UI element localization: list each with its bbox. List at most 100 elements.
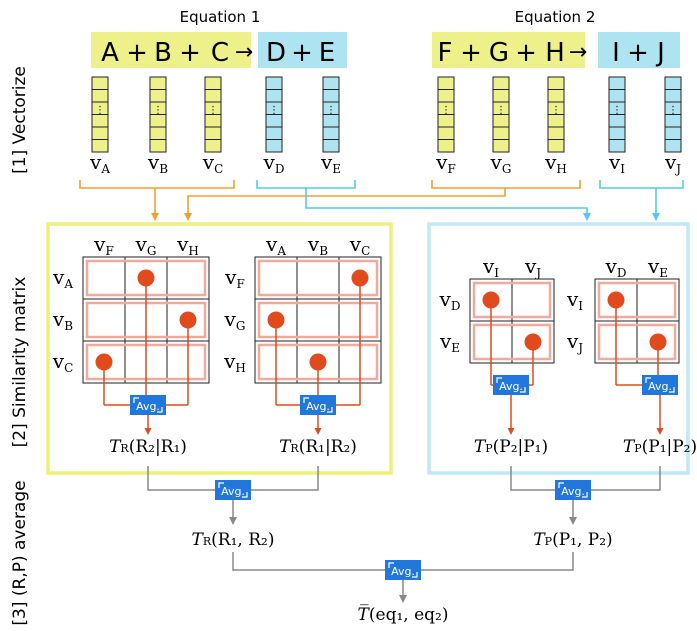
svg-text:⋮: ⋮ <box>496 105 506 116</box>
product-panel <box>427 222 690 475</box>
row-highlight <box>472 323 552 361</box>
stage-label-similarity: [2] Similarity matrix <box>10 277 30 448</box>
eq2-reactant-f: F <box>438 38 453 68</box>
avg-icon-reactant-pair: Avg. <box>215 480 251 500</box>
bracket-eq2-products <box>599 180 684 189</box>
arrow-eq1-products-to-matrix <box>305 188 591 221</box>
avg-icon-m2: Avg. <box>300 395 336 415</box>
matrix-col-label-b: vB <box>307 232 328 258</box>
matrix-row-label-c: vC <box>52 349 74 375</box>
matrix-col-label-e: vE <box>647 254 668 280</box>
formula-tr-r2-r1: TR(R₂|R₁) <box>109 437 187 457</box>
avg-icon-m4: Avg. <box>642 375 678 395</box>
row-highlight <box>257 301 379 339</box>
vector-label-f: vF <box>435 150 456 176</box>
avg-icon-m3: Avg. <box>493 375 529 395</box>
svg-text:⋮: ⋮ <box>269 105 279 116</box>
eq2-arrow: → <box>569 40 587 65</box>
vector-label-a: vA <box>89 150 110 176</box>
vector-column-e: ⋮ <box>322 76 340 153</box>
max-similarity-dot <box>524 333 542 351</box>
reactant-panel <box>46 222 393 475</box>
eq2-products-box <box>598 32 680 68</box>
eq1-product-d: D <box>266 38 286 68</box>
vector-label-j: vJ <box>664 150 681 176</box>
eq2-plus-3: + <box>627 38 649 68</box>
matrix-col-label-i: vI <box>482 254 499 280</box>
matrix-col-label-c: vC <box>349 232 371 258</box>
matrix-col-label-h: vH <box>176 232 199 258</box>
matrix-row-label-g: vG <box>224 307 246 333</box>
matrix-cell <box>511 278 555 322</box>
eq1-plus-1: + <box>126 38 148 68</box>
equation1-title: Equation 1 <box>180 8 261 26</box>
avg-label: Avg. <box>499 380 523 393</box>
max-similarity-dot <box>482 291 500 309</box>
max-similarity-dot <box>351 269 369 287</box>
eq1-reactants-box <box>91 32 251 68</box>
eq1-plus-3: + <box>291 38 313 68</box>
avg-label: Avg. <box>306 400 330 413</box>
equation2-title: Equation 2 <box>515 8 596 26</box>
eq2-plus-2: + <box>515 38 537 68</box>
svg-text:⋮: ⋮ <box>612 105 622 116</box>
vector-column-a: ⋮ <box>91 76 109 153</box>
avg-label: Avg. <box>136 400 160 413</box>
similarity-matrix-m1: vF vG vH vA vB vC Avg. <box>52 232 210 435</box>
matrix-row-label-d: vD <box>439 287 461 313</box>
row-highlight <box>257 259 379 297</box>
vector-label-d: vD <box>263 150 285 176</box>
eq2-product-i: I <box>612 38 620 68</box>
matrix-row-label-e: vE <box>439 329 460 355</box>
eq1-reactant-b: B <box>154 38 172 68</box>
vector-label-i: vI <box>608 150 625 176</box>
eq1-reactant-c: C <box>211 38 229 68</box>
matrix-cell <box>296 256 340 300</box>
vector-column-j: ⋮ <box>664 76 682 153</box>
bracket-eq1-products <box>256 180 356 189</box>
matrix-col-label-g: vG <box>135 232 157 258</box>
svg-text:⋮: ⋮ <box>153 105 163 116</box>
vector-column-c: ⋮ <box>204 76 222 153</box>
eq2-reactant-h: H <box>545 38 565 68</box>
stage-label-average: [3] (R,P) average <box>10 480 30 625</box>
row-highlight <box>597 281 677 319</box>
matrix-cell <box>82 298 126 342</box>
svg-text:⋮: ⋮ <box>326 105 336 116</box>
matrix-row-label-h: vH <box>223 349 246 375</box>
vector-column-d: ⋮ <box>265 76 283 153</box>
eq1-plus-2: + <box>179 38 201 68</box>
matrix-row-label-f: vF <box>224 265 245 291</box>
vector-column-g: ⋮ <box>492 76 510 153</box>
avg-icon-product-pair: Avg. <box>555 480 591 500</box>
matrix-cell <box>166 256 210 300</box>
max-similarity-dot <box>179 311 197 329</box>
matrix-col-label-f: vF <box>93 232 114 258</box>
formula-tp-p1-p2: TP(P₁|P₂) <box>623 437 697 457</box>
similarity-matrix-m2: vA vB vC vF vG vH Avg. <box>223 232 382 435</box>
svg-text:⋮: ⋮ <box>441 105 451 116</box>
max-similarity-dot <box>137 269 155 287</box>
avg-label: Avg. <box>648 380 672 393</box>
vector-label-h: vH <box>544 150 567 176</box>
matrix-col-label-a: vA <box>265 232 286 258</box>
bracket-eq2-reactants <box>431 180 581 189</box>
matrix-col-label-d: vD <box>605 254 627 280</box>
stage-label-vectorize: [1] Vectorize <box>10 66 30 174</box>
matrix-row-label-b: vB <box>52 307 73 333</box>
eq2-reactants-box <box>432 32 585 68</box>
formula-final-average: T̅(eq₁, eq₂) <box>358 604 449 625</box>
avg-label: Avg. <box>561 485 585 498</box>
vector-column-i: ⋮ <box>608 76 626 153</box>
lower-avg-icons: Avg.Avg.Avg. <box>215 480 591 580</box>
avg-label: Avg. <box>221 485 245 498</box>
eq1-arrow: → <box>235 40 253 65</box>
eq2-product-j: J <box>655 38 665 68</box>
vector-label-e: vE <box>320 150 341 176</box>
row-highlight <box>472 281 552 319</box>
matrix-row-label-a: vA <box>52 265 73 291</box>
